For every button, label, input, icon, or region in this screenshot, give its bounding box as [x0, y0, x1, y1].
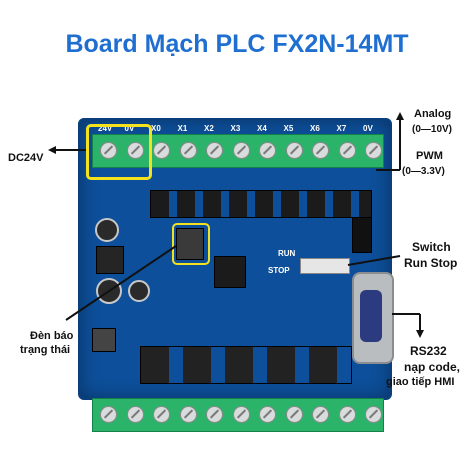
pwm-label: PWM — [416, 150, 443, 162]
rs232-port — [360, 290, 382, 342]
top-terminal-label-x0: X0 — [151, 124, 161, 133]
status-led-label: Đèn báo — [30, 330, 74, 342]
dc-converter — [96, 246, 124, 274]
bottom-terminal-screw-com4 — [312, 406, 329, 423]
bottom-terminal-label-com1: COM1 — [151, 446, 175, 455]
pwm-range-label: (0—3.3V) — [402, 166, 445, 177]
bottom-terminal-screw-com0 — [100, 406, 117, 423]
top-terminal-screw-0v — [126, 142, 144, 159]
regulator — [92, 328, 116, 352]
top-terminal-label-x5: X5 — [283, 124, 294, 133]
led-array — [176, 228, 204, 260]
top-terminal-screw-24v — [100, 142, 117, 159]
bottom-terminal-label-y3: Y3 — [283, 446, 294, 455]
bottom-terminal-label-com2: COM2 — [204, 446, 228, 455]
mcu-chip — [214, 256, 246, 288]
capacitor-3 — [128, 280, 150, 302]
page-title: Board Mạch PLC FX2N-14MT — [65, 30, 409, 58]
top-terminal-label-x1: X1 — [177, 124, 188, 133]
bottom-terminal-screw-y3 — [285, 406, 303, 423]
bottom-terminal-label-y4: Y4 — [336, 446, 347, 455]
rs232-connector — [352, 272, 394, 364]
rs232-sub-label-2: giao tiếp HMI — [386, 376, 455, 388]
top-terminal-label-x3: X3 — [230, 124, 241, 133]
bottom-terminal-screw-y0 — [126, 406, 144, 423]
bottom-terminal-screw-com3 — [259, 406, 276, 423]
top-terminal-screw-x0 — [153, 142, 170, 159]
top-terminal-screw-x5 — [285, 142, 303, 159]
switch-sub-label: Run Stop — [404, 256, 458, 270]
bottom-terminal-label-y2: Y2 — [230, 446, 241, 455]
bottom-terminal-label-y0: Y0 — [124, 446, 135, 455]
rs232-sub-label-1: nạp code, — [404, 360, 461, 374]
capacitor-1 — [95, 218, 119, 242]
power-terminal-highlight — [86, 124, 152, 180]
top-terminal-label-0v: 0V — [363, 124, 373, 133]
optocoupler-row-top — [150, 190, 372, 218]
dc24v-label: DC24V — [8, 152, 44, 164]
top-terminal-screw-x6 — [312, 142, 329, 159]
status-led-sub-label: trạng thái — [20, 344, 71, 356]
bottom-terminal-label-y1: Y1 — [177, 446, 188, 455]
bottom-terminal-label-com4: COM4 — [310, 446, 334, 455]
top-terminal-label-x6: X6 — [310, 124, 320, 133]
bottom-terminal-screw-com1 — [153, 406, 170, 423]
top-terminal-label-x2: X2 — [204, 124, 214, 133]
output-driver-row — [140, 346, 352, 384]
top-terminal-screw-x1 — [179, 142, 197, 159]
top-terminal-label-x4: X4 — [257, 124, 267, 133]
bottom-terminal-label-com3: COM3 — [257, 446, 281, 455]
top-terminal-screw-x7 — [338, 142, 356, 159]
top-terminal-label-x7: X7 — [336, 124, 347, 133]
bottom-terminal-label-com0: COM0 — [98, 446, 122, 455]
status-led-highlight — [172, 223, 210, 265]
bottom-terminal-screw-com2 — [206, 406, 223, 423]
top-terminal-label-0v: 0V — [124, 124, 135, 133]
top-terminal-screw-x2 — [206, 142, 223, 159]
bottom-terminal-label-y5: Y5 — [363, 446, 373, 455]
analog-label: Analog — [414, 108, 452, 120]
bottom-terminal-screw-y1 — [179, 406, 197, 423]
run-stop-switch[interactable] — [300, 258, 350, 274]
top-terminal-screw-x3 — [232, 142, 250, 159]
bottom-terminal-screw-y4 — [338, 406, 356, 423]
top-terminal-screw-x4 — [259, 142, 276, 159]
rs232-label: RS232 — [410, 344, 447, 358]
analog-range-label: (0—10V) — [412, 124, 453, 135]
bottom-terminal-screw-y5 — [365, 406, 382, 423]
stop-label: STOP — [268, 266, 290, 275]
run-label: RUN — [278, 249, 296, 258]
switch-label: Switch — [412, 240, 451, 254]
bottom-terminal-screw-y2 — [232, 406, 250, 423]
top-terminal-screw-0v — [365, 142, 382, 159]
top-terminal-label-24v: 24V — [98, 124, 113, 133]
